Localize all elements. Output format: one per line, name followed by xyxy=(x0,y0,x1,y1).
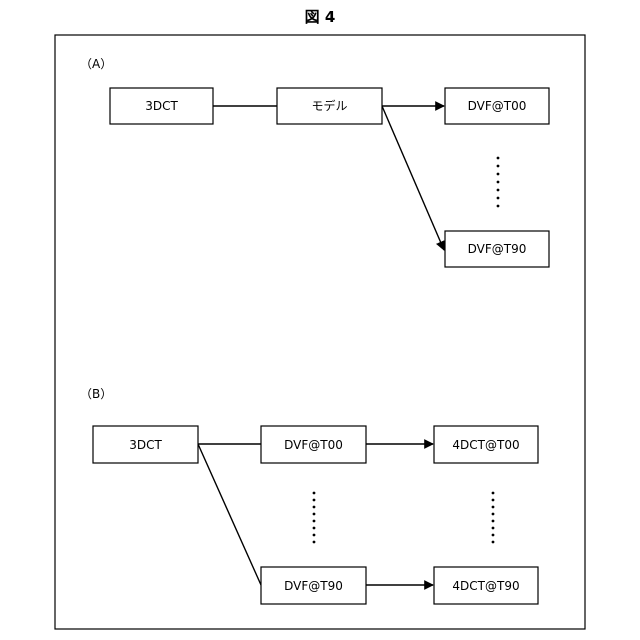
panel-b: （B） 3DCT DVF@T00 DVF@T90 4DCT@T00 4DCT@T… xyxy=(80,387,538,604)
node-b-dvf-t90: DVF@T90 xyxy=(261,567,366,604)
node-a-dvf-t00: DVF@T00 xyxy=(445,88,549,124)
node-b-dvf-t00-label: DVF@T00 xyxy=(284,438,343,452)
node-b-3dct: 3DCT xyxy=(93,426,198,463)
edge-model-to-dvf-t90 xyxy=(382,106,444,250)
node-a-model-label: モデル xyxy=(311,98,347,113)
panel-a-label: （A） xyxy=(80,57,112,71)
panel-a: （A） 3DCT モデル DVF@T00 DVF@T90 xyxy=(80,57,549,267)
node-b-dvf-t90-label: DVF@T90 xyxy=(284,579,343,593)
node-b-4dct-t00-label: 4DCT@T00 xyxy=(452,438,519,452)
node-b-3dct-label: 3DCT xyxy=(129,438,162,452)
ellipsis-b-dvf xyxy=(313,492,316,544)
node-b-4dct-t00: 4DCT@T00 xyxy=(434,426,538,463)
panel-b-label: （B） xyxy=(80,387,112,401)
node-a-3dct-label: 3DCT xyxy=(145,99,178,113)
node-b-4dct-t90: 4DCT@T90 xyxy=(434,567,538,604)
node-b-4dct-t90-label: 4DCT@T90 xyxy=(452,579,519,593)
node-a-3dct: 3DCT xyxy=(110,88,213,124)
node-a-model: モデル xyxy=(277,88,382,124)
edge-ct-to-dvf-t90 xyxy=(198,444,261,585)
node-a-dvf-t90-label: DVF@T90 xyxy=(468,242,527,256)
ellipsis-a xyxy=(497,157,500,208)
node-a-dvf-t00-label: DVF@T00 xyxy=(468,99,527,113)
ellipsis-b-4dct xyxy=(492,492,495,544)
figure-title: 図 4 xyxy=(305,8,336,26)
node-b-dvf-t00: DVF@T00 xyxy=(261,426,366,463)
node-a-dvf-t90: DVF@T90 xyxy=(445,231,549,267)
